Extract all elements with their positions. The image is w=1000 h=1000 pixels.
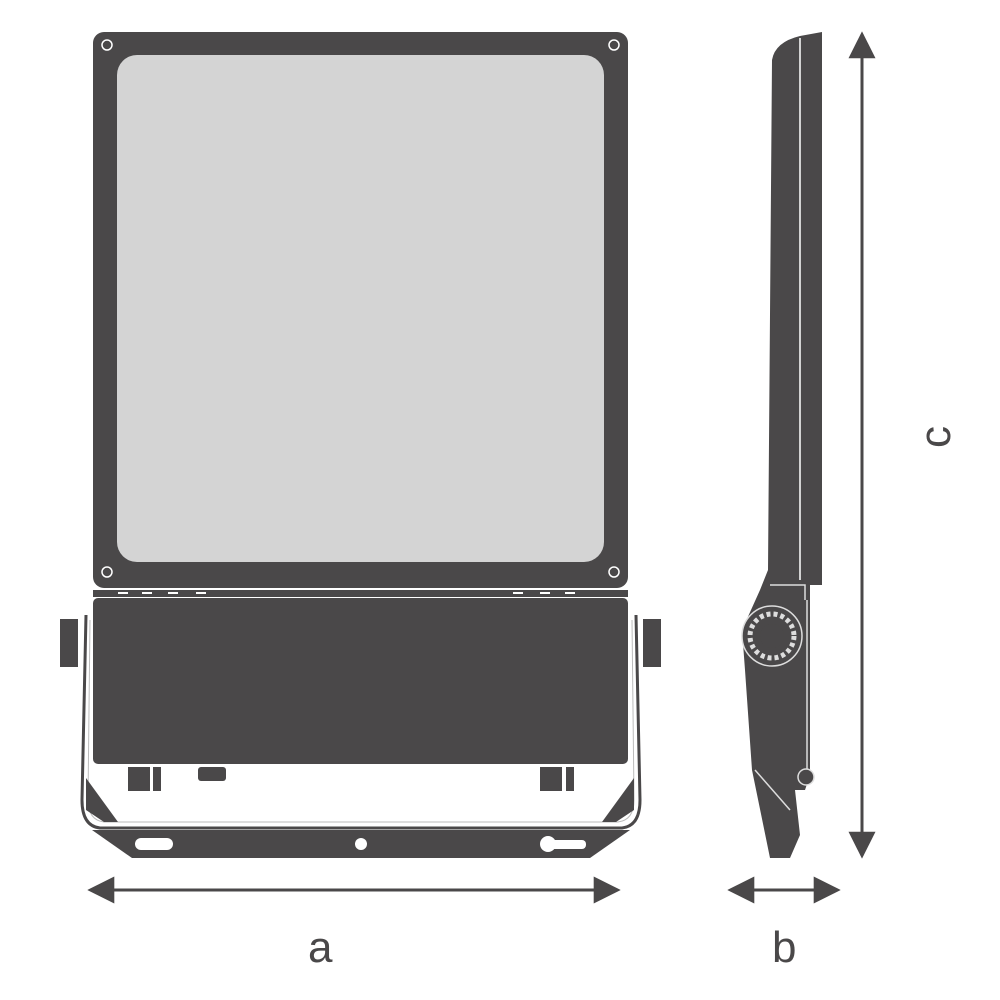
vent-strip — [93, 590, 628, 597]
slot-left — [135, 838, 173, 850]
bracket-corner-right — [602, 778, 634, 822]
dimension-label-b: b — [772, 923, 797, 972]
mounting-bracket — [80, 614, 642, 830]
side-body — [742, 32, 822, 858]
side-screw — [797, 768, 815, 786]
bracket-corner-left — [86, 778, 118, 822]
connector-left — [128, 767, 150, 791]
front-view — [60, 32, 661, 858]
lens-panel — [117, 55, 604, 562]
side-view — [741, 32, 822, 858]
pivot-knob — [741, 605, 803, 667]
dimension-label-a: a — [308, 923, 333, 972]
vent-slots — [118, 592, 575, 594]
right-knob — [643, 619, 661, 667]
driver-box — [93, 598, 628, 764]
connector-right — [540, 767, 562, 791]
dimension-label-c: c — [911, 426, 960, 448]
left-knob — [60, 619, 78, 667]
connector-mid — [198, 767, 226, 781]
center-hole — [355, 838, 367, 850]
